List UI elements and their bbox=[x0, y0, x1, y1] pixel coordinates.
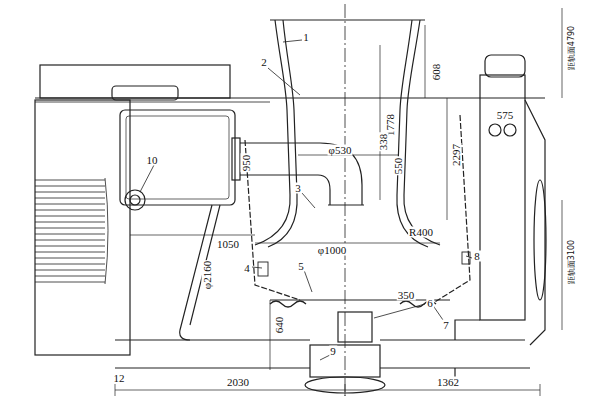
callout-number: 10 bbox=[146, 155, 159, 166]
dimension-label: 距轨面3100 bbox=[568, 239, 576, 285]
dimension-label: 640 bbox=[274, 316, 285, 335]
dimension-label: 距轨面4790 bbox=[568, 25, 576, 71]
callout-number: 2 bbox=[260, 57, 268, 68]
dimension-label: 338 bbox=[378, 133, 389, 152]
callout-number: 6 bbox=[426, 298, 434, 309]
dimension-label: 950 bbox=[241, 154, 252, 173]
callout-number: 7 bbox=[442, 320, 450, 331]
dimension-label: R400 bbox=[408, 227, 434, 238]
dimension-label: 350 bbox=[397, 290, 416, 301]
callout-number: 5 bbox=[297, 261, 305, 272]
dimension-label: 550 bbox=[393, 157, 404, 176]
callout-number: 9 bbox=[329, 346, 337, 357]
callout-number: 8 bbox=[473, 251, 481, 262]
dimension-label: 2030 bbox=[226, 377, 250, 388]
dimension-label: 608 bbox=[431, 63, 442, 82]
callout-number: 1 bbox=[302, 32, 310, 43]
dimension-label: φ2160 bbox=[202, 260, 213, 290]
dimension-label: φ530 bbox=[328, 145, 353, 156]
dimension-label: 2297 bbox=[451, 143, 462, 167]
callout-number: 3 bbox=[294, 183, 302, 194]
callout-number: 12 bbox=[113, 373, 126, 384]
dimension-label: 1050 bbox=[216, 239, 240, 250]
dimension-label: 575 bbox=[496, 110, 515, 121]
dimension-label: 1362 bbox=[436, 377, 460, 388]
dimension-label: φ1000 bbox=[317, 245, 347, 256]
callout-number: 4 bbox=[243, 263, 251, 274]
